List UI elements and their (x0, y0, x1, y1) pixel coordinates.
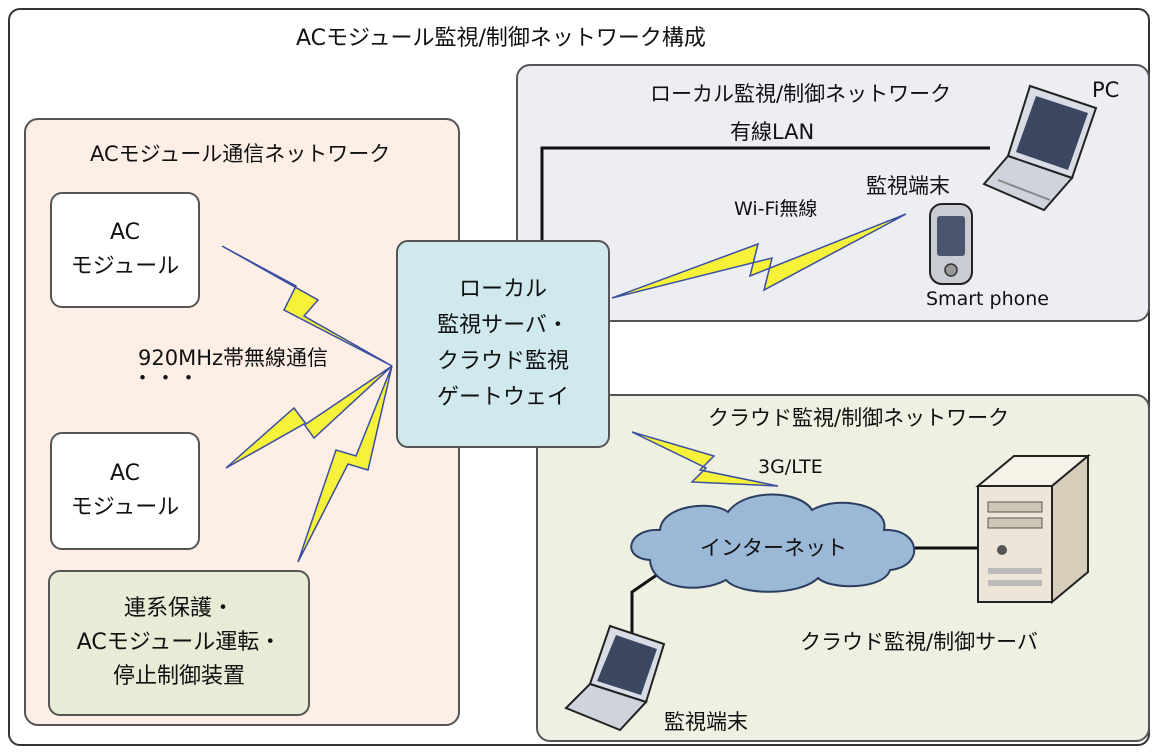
cloud-server-label: クラウド監視/制御サーバ (800, 630, 1038, 654)
wired-lan-label: 有線LAN (730, 120, 815, 144)
cloud-network-title: クラウド監視/制御ネットワーク (708, 406, 1010, 430)
ac-module-box: AC モジュール (50, 432, 200, 550)
laptop-icon (564, 624, 666, 732)
lightning-bolt-icon (631, 431, 779, 487)
ellipsis-label: ・・・ (132, 366, 201, 390)
pc-label: PC (1092, 78, 1120, 102)
lightning-bolt-icon (611, 213, 907, 299)
ac-network-title: ACモジュール通信ネットワーク (90, 142, 391, 166)
terminal-label: 監視端末 (866, 174, 950, 198)
cloud-icon (630, 493, 916, 593)
internet-terminal-line (630, 568, 665, 640)
smartphone-icon (929, 203, 973, 285)
radio-label: 920MHz帯無線通信 (138, 346, 329, 370)
server-icon (975, 453, 1091, 605)
laptop-icon (982, 84, 1098, 212)
control-device-box: 連系保護・ ACモジュール運転・ 停止制御装置 (48, 570, 310, 716)
local-network-title: ローカル監視/制御ネットワーク (650, 82, 952, 106)
wifi-label: Wi-Fi無線 (734, 198, 818, 220)
wired-lan-line (540, 146, 990, 240)
mobile-label: 3G/LTE (758, 456, 823, 478)
lightning-bolt-icon (297, 365, 393, 563)
gateway-box: ローカル 監視サーバ・ クラウド監視 ゲートウェイ (396, 240, 610, 448)
internet-label: インターネット (700, 536, 847, 560)
cloud-terminal-label: 監視端末 (664, 710, 748, 734)
smartphone-label: Smart phone (926, 288, 1049, 310)
ac-module-box: AC モジュール (50, 192, 200, 308)
diagram-title: ACモジュール監視/制御ネットワーク構成 (296, 26, 706, 51)
